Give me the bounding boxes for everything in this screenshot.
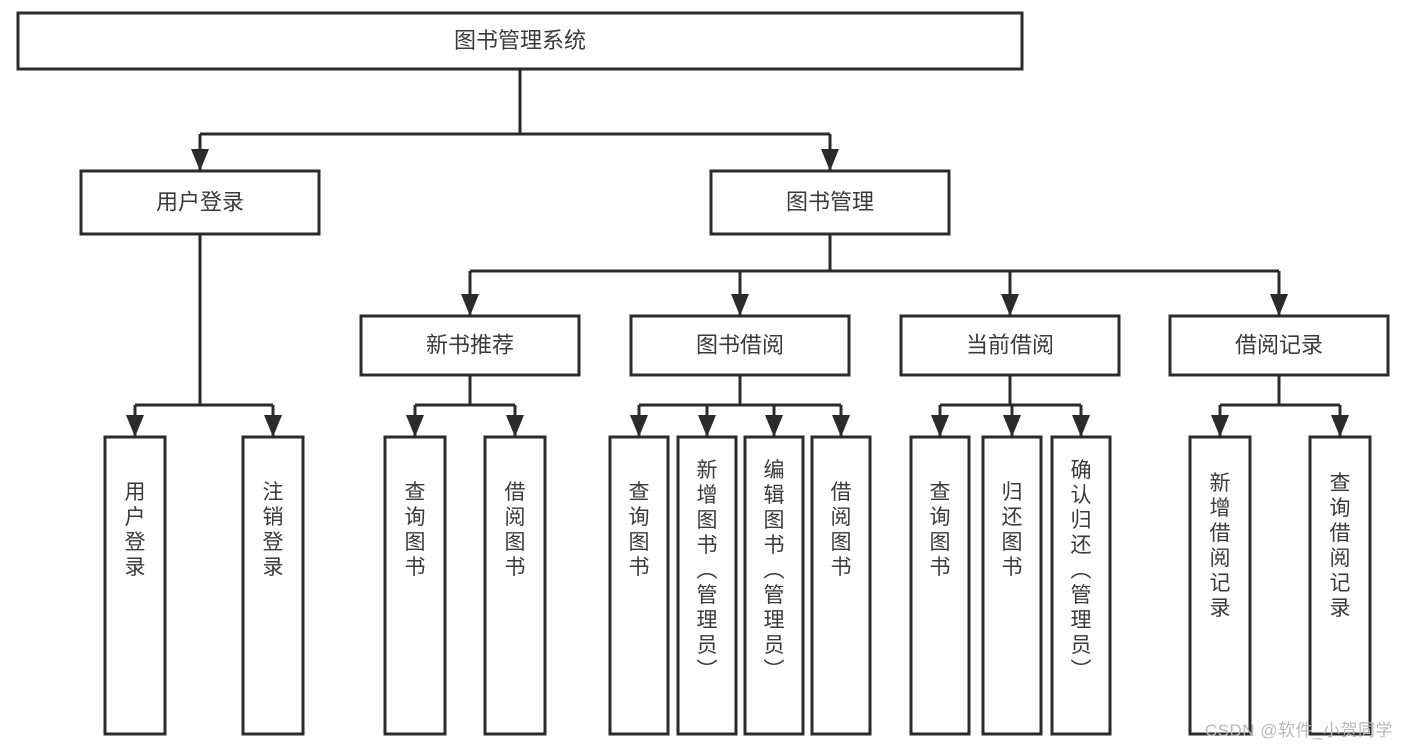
node-new-book-rec-label: 新书推荐 [426,332,514,357]
arrow-head-icon [765,415,783,437]
node-leaf-return-book-label: 归还图书 [1002,481,1023,579]
node-leaf-edit-book[interactable]: 编辑图书︵管理员︶ [743,435,805,736]
arrow-head-icon [630,415,648,437]
connectors-layer [126,69,1349,437]
node-leaf-add-record-label: 新增借阅记录 [1210,472,1231,620]
node-leaf-borrow-book-bb-box[interactable] [810,435,872,736]
node-book-borrow[interactable]: 图书借阅 [629,314,851,377]
node-leaf-edit-book-box[interactable] [743,435,805,736]
node-leaf-user-login[interactable]: 用户登录 [103,435,167,736]
node-leaf-borrow-book-rec-box[interactable] [483,435,547,736]
node-borrow-record[interactable]: 借阅记录 [1168,314,1390,377]
arrow-head-icon [832,415,850,437]
arrow-head-icon [821,149,839,171]
node-leaf-confirm-return-label: 确认归还︵管理员︶ [1071,459,1092,682]
node-leaf-borrow-book-bb[interactable]: 借阅图书 [810,435,872,736]
node-book-borrow-box[interactable] [629,314,851,377]
node-book-manage-box[interactable] [709,169,951,236]
arrow-head-icon [1003,415,1021,437]
arrow-head-icon [506,415,524,437]
arrow-head-icon [1072,415,1090,437]
arrow-head-icon [1331,415,1349,437]
node-leaf-query-book-bb-box[interactable] [608,435,670,736]
node-root-box[interactable] [16,11,1024,71]
node-new-book-rec-box[interactable] [359,314,581,377]
node-leaf-confirm-return-box[interactable] [1050,435,1112,736]
node-leaf-edit-book-label: 编辑图书︵管理员︶ [764,459,785,682]
node-leaf-add-book-box[interactable] [676,435,738,736]
node-leaf-query-record-label: 查询借阅记录 [1330,472,1351,620]
arrow-head-icon [1270,294,1288,316]
node-leaf-add-record-box[interactable] [1188,435,1252,736]
node-borrow-record-label: 借阅记录 [1235,332,1323,357]
node-user-login[interactable]: 用户登录 [79,169,321,236]
node-leaf-borrow-book-rec[interactable]: 借阅图书 [483,435,547,736]
arrow-head-icon [461,294,479,316]
node-leaf-query-record[interactable]: 查询借阅记录 [1308,435,1372,736]
node-root[interactable]: 图书管理系统 [16,11,1024,71]
node-leaf-query-record-box[interactable] [1308,435,1372,736]
node-leaf-logout[interactable]: 注销登录 [241,435,305,736]
arrow-head-icon [1211,415,1229,437]
node-book-manage-label: 图书管理 [786,189,874,214]
node-borrow-record-box[interactable] [1168,314,1390,377]
node-current-borrow-label: 当前借阅 [966,332,1054,357]
node-book-manage[interactable]: 图书管理 [709,169,951,236]
node-leaf-query-book-cb-label: 查询图书 [930,481,951,579]
node-leaf-query-book-bb-label: 查询图书 [629,481,650,579]
node-leaf-user-login-label: 用户登录 [125,481,146,579]
node-root-label: 图书管理系统 [454,28,586,53]
arrow-head-icon [406,415,424,437]
node-leaf-query-book-cb-box[interactable] [909,435,971,736]
arrow-head-icon [731,294,749,316]
arrow-head-icon [126,415,144,437]
node-current-borrow-box[interactable] [899,314,1121,377]
arrow-head-icon [931,415,949,437]
node-leaf-logout-label: 注销登录 [263,481,284,579]
node-leaf-add-record[interactable]: 新增借阅记录 [1188,435,1252,736]
node-leaf-return-book-box[interactable] [981,435,1043,736]
arrow-head-icon [1001,294,1019,316]
node-leaf-add-book-label: 新增图书︵管理员︶ [697,459,718,682]
node-leaf-return-book[interactable]: 归还图书 [981,435,1043,736]
arrow-head-icon [264,415,282,437]
node-leaf-logout-box[interactable] [241,435,305,736]
node-leaf-query-book-rec[interactable]: 查询图书 [383,435,447,736]
node-new-book-rec[interactable]: 新书推荐 [359,314,581,377]
node-leaf-query-book-rec-label: 查询图书 [405,481,426,579]
node-current-borrow[interactable]: 当前借阅 [899,314,1121,377]
node-leaf-query-book-rec-box[interactable] [383,435,447,736]
arrow-head-icon [698,415,716,437]
node-leaf-query-book-cb[interactable]: 查询图书 [909,435,971,736]
node-leaf-query-book-bb[interactable]: 查询图书 [608,435,670,736]
node-leaf-confirm-return[interactable]: 确认归还︵管理员︶ [1050,435,1112,736]
node-user-login-label: 用户登录 [156,189,244,214]
node-leaf-borrow-book-rec-label: 借阅图书 [505,481,526,579]
node-leaf-borrow-book-bb-label: 借阅图书 [831,481,852,579]
nodes-layer: 图书管理系统用户登录图书管理新书推荐图书借阅当前借阅借阅记录用户登录注销登录查询… [16,11,1390,736]
node-user-login-box[interactable] [79,169,321,236]
node-book-borrow-label: 图书借阅 [696,332,784,357]
node-leaf-user-login-box[interactable] [103,435,167,736]
arrow-head-icon [191,149,209,171]
node-leaf-add-book[interactable]: 新增图书︵管理员︶ [676,435,738,736]
